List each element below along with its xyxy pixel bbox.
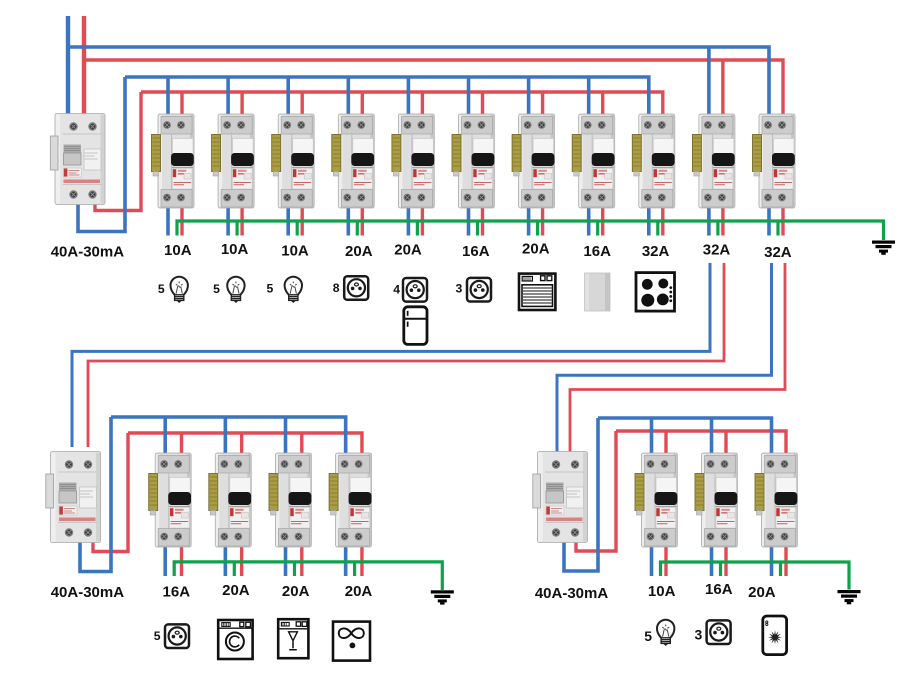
svg-text:40A-30mA: 40A-30mA — [535, 585, 609, 602]
svg-text:20A: 20A — [345, 243, 373, 260]
svg-text:10A: 10A — [164, 242, 192, 259]
svg-text:20A: 20A — [522, 241, 550, 258]
svg-text:20A: 20A — [748, 584, 776, 601]
svg-text:16A: 16A — [462, 243, 490, 260]
svg-text:5: 5 — [644, 628, 652, 644]
svg-text:16A: 16A — [705, 581, 733, 598]
svg-text:10A: 10A — [648, 583, 676, 600]
svg-text:20A: 20A — [222, 582, 250, 599]
svg-text:20A: 20A — [345, 583, 373, 600]
svg-text:40A-30mA: 40A-30mA — [51, 244, 125, 261]
svg-text:5: 5 — [267, 282, 274, 296]
svg-text:10A: 10A — [221, 241, 249, 258]
svg-text:3: 3 — [695, 627, 703, 643]
svg-text:20A: 20A — [394, 242, 422, 259]
svg-text:10A: 10A — [281, 243, 309, 260]
svg-text:16A: 16A — [163, 584, 191, 601]
svg-text:5: 5 — [213, 282, 220, 296]
svg-text:16A: 16A — [583, 243, 611, 260]
svg-text:32A: 32A — [764, 244, 792, 261]
svg-text:4: 4 — [393, 283, 400, 297]
svg-text:5: 5 — [158, 282, 165, 296]
svg-text:8: 8 — [333, 281, 340, 295]
svg-text:32A: 32A — [642, 243, 670, 260]
svg-text:40A-30mA: 40A-30mA — [51, 584, 125, 601]
svg-text:3: 3 — [456, 281, 463, 295]
svg-text:32A: 32A — [703, 242, 731, 259]
svg-text:20A: 20A — [282, 583, 310, 600]
svg-text:5: 5 — [154, 629, 161, 643]
